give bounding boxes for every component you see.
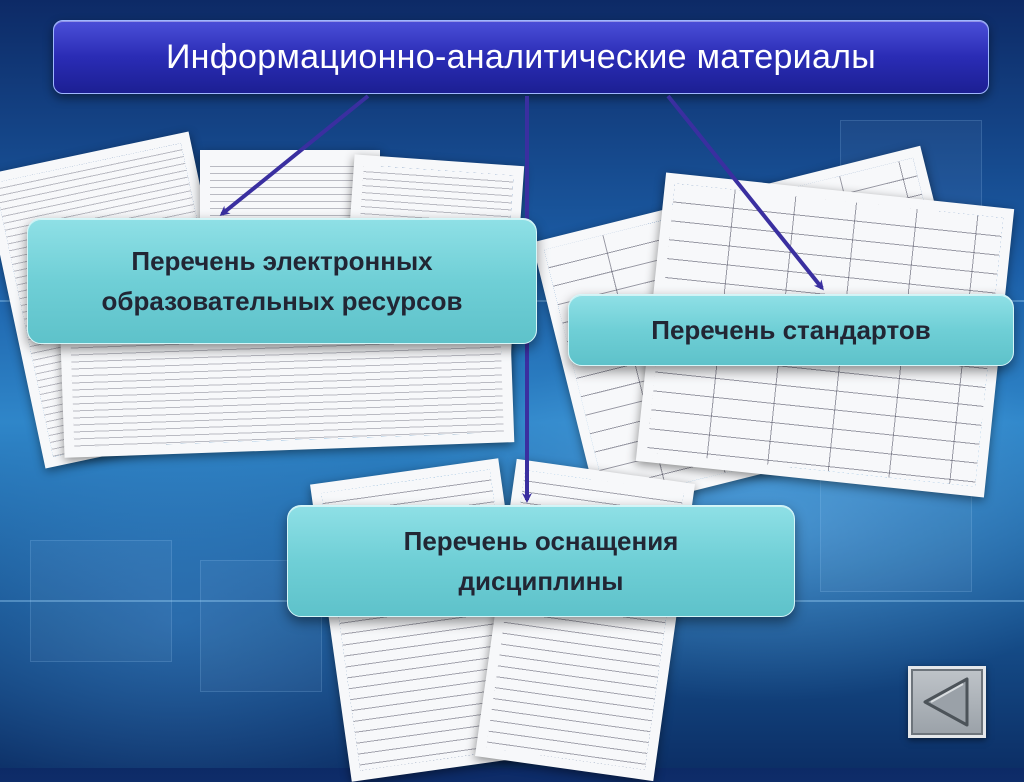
standards-list-box[interactable]: Перечень стандартов [568, 294, 1014, 366]
triangle-left-icon [923, 677, 969, 727]
title-bar: Информационно-аналитические материалы [53, 20, 989, 94]
resources-label-line2: образовательных ресурсов [101, 286, 463, 316]
background-tile [30, 540, 172, 662]
resources-label-line1: Перечень электронных [131, 246, 433, 276]
standards-label: Перечень стандартов [651, 315, 931, 345]
resources-list-box[interactable]: Перечень электронных образовательных рес… [27, 218, 537, 344]
back-button[interactable] [908, 666, 986, 738]
equipment-label-line2: дисциплины [458, 566, 624, 596]
arrow-to-standards [666, 94, 824, 291]
equipment-list-box[interactable]: Перечень оснащения дисциплины [287, 505, 795, 617]
equipment-label-line1: Перечень оснащения [403, 526, 679, 556]
page-title: Информационно-аналитические материалы [165, 37, 877, 76]
arrow-to-resources [219, 94, 370, 216]
